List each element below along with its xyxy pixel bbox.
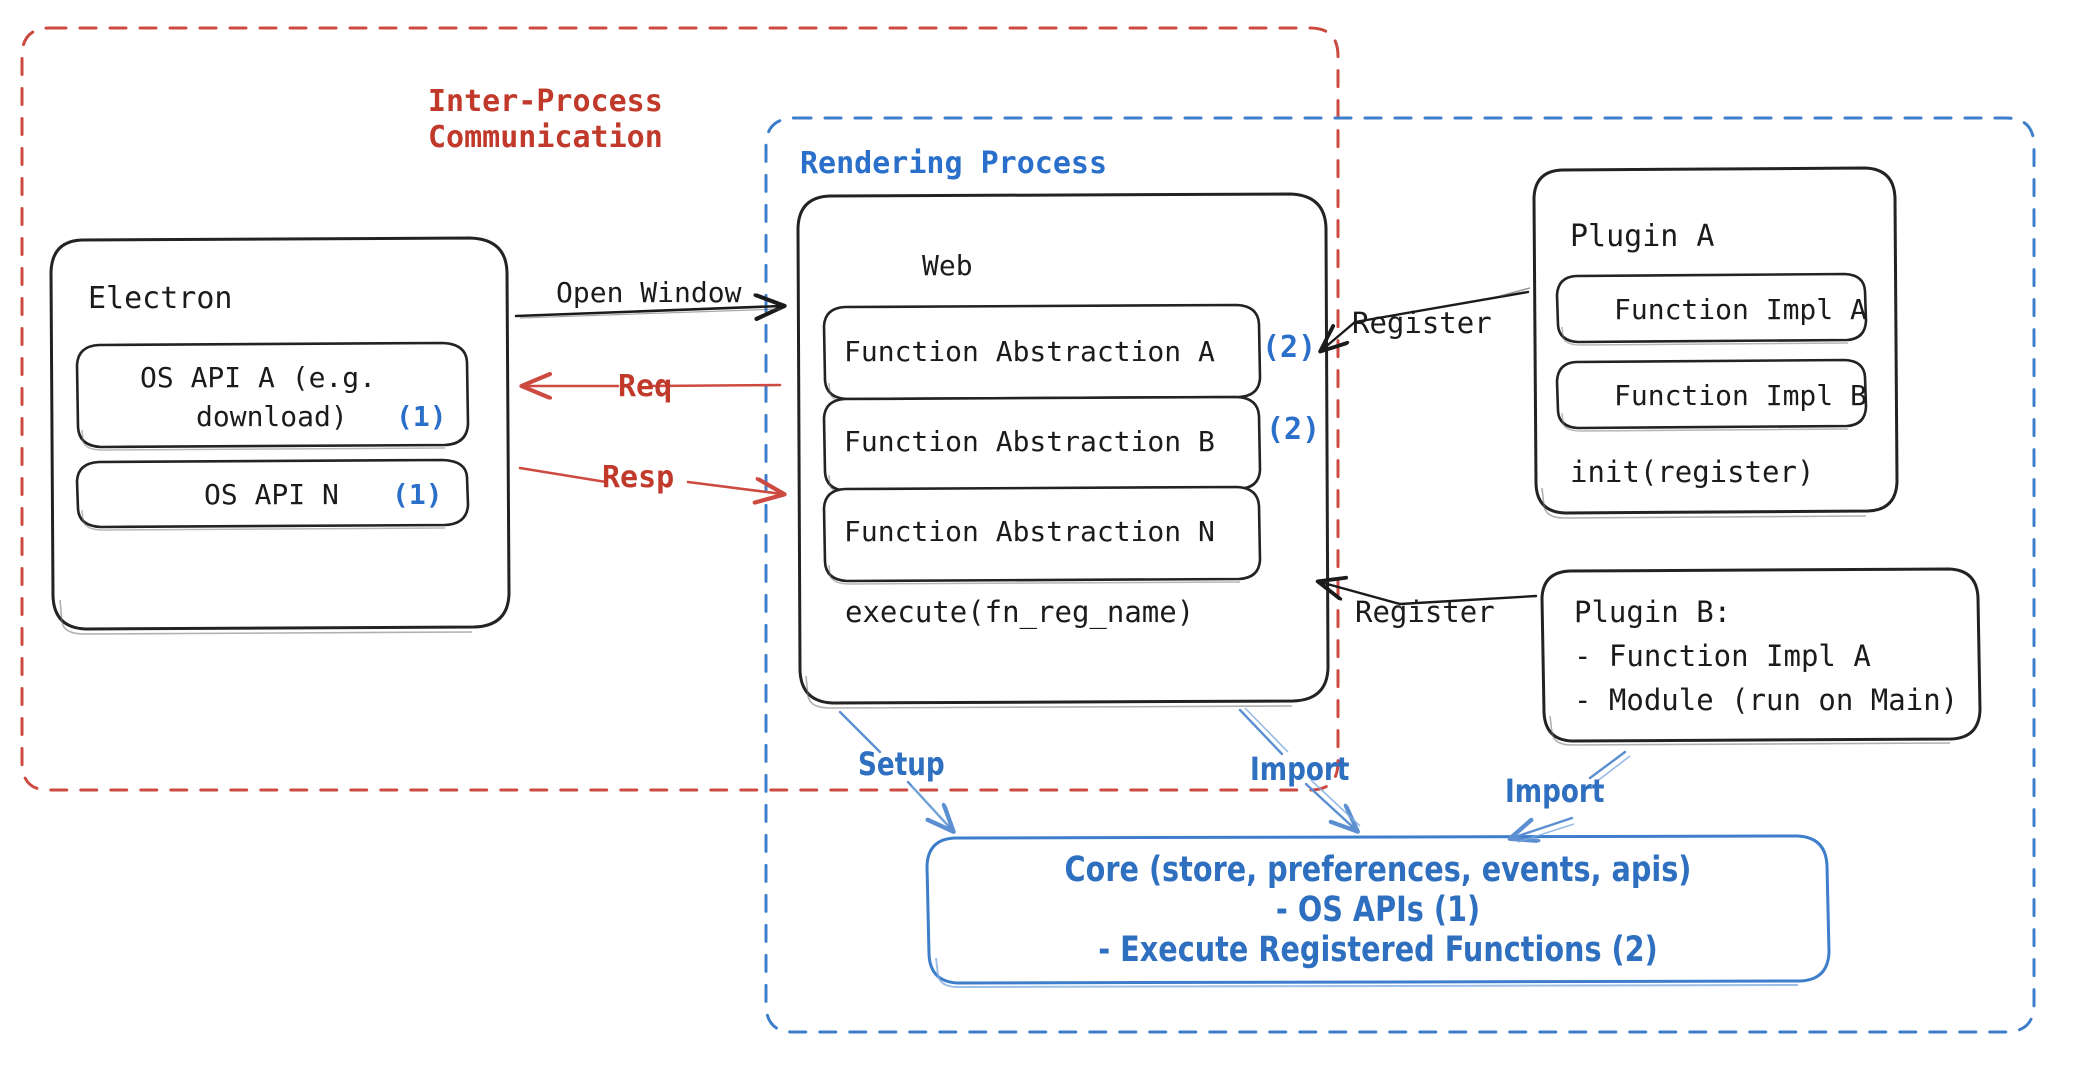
plugin-b-box <box>1540 567 1982 746</box>
function-abstraction-a-label: Function Abstraction A <box>844 335 1215 368</box>
edge-req-label: Req <box>618 369 673 404</box>
os-api-n-marker: (1) <box>392 478 443 511</box>
edge-setup <box>838 710 952 830</box>
os-api-a-marker: (1) <box>396 400 447 433</box>
edge-req <box>524 385 782 386</box>
core-line-1: Core (store, preferences, events, apis) <box>1064 850 1692 890</box>
edge-resp <box>518 466 782 494</box>
electron-title: Electron <box>88 281 233 316</box>
web-title: Web <box>922 249 973 282</box>
edge-register-plugin-b-label: Register <box>1355 595 1495 629</box>
os-api-a-label-line1: OS API A (e.g. <box>140 361 377 394</box>
os-api-a-label-line2: download) <box>196 400 348 433</box>
edge-import-plugin-b-label: Import <box>1505 772 1605 810</box>
function-impl-b-box <box>1555 358 1868 432</box>
ipc-group-label-line1: Inter-Process <box>428 84 663 119</box>
function-abstraction-n-label: Function Abstraction N <box>844 515 1215 548</box>
edge-register-plugin-a <box>1322 287 1531 350</box>
core-line-2: - OS APIs (1) <box>1275 890 1481 930</box>
function-impl-a-box <box>1555 272 1868 346</box>
core-box <box>925 834 1831 989</box>
web-execute-label: execute(fn_reg_name) <box>845 595 1195 629</box>
function-abstraction-n-box <box>822 485 1262 585</box>
ipc-dashed-container <box>20 26 1340 792</box>
rendering-dashed-container <box>764 116 2036 1034</box>
edge-open-window <box>514 306 782 318</box>
plugin-a-init-label: init(register) <box>1570 455 1815 489</box>
os-api-a-box <box>75 341 470 451</box>
os-api-n-box <box>75 458 470 531</box>
edge-import-plugin-b <box>1512 750 1631 842</box>
os-api-n-label: OS API N <box>204 478 339 511</box>
edge-register-plugin-b <box>1320 582 1538 606</box>
function-impl-b-label: Function Impl B <box>1614 379 1867 412</box>
edge-setup-label: Setup <box>858 745 945 783</box>
plugin-a-title: Plugin A <box>1570 219 1715 254</box>
core-line-3: - Execute Registered Functions (2) <box>1098 930 1658 970</box>
edge-import-web-label: Import <box>1250 750 1350 788</box>
rendering-process-label: Rendering Process <box>800 146 1108 181</box>
function-impl-a-label: Function Impl A <box>1614 293 1867 326</box>
plugin-b-item-1: - Function Impl A <box>1574 639 1871 673</box>
edge-register-plugin-a-label: Register <box>1352 306 1492 340</box>
ipc-group-label-line2: Communication <box>428 120 663 155</box>
function-abstraction-b-label: Function Abstraction B <box>844 425 1215 458</box>
edge-open-window-label: Open Window <box>556 276 742 309</box>
plugin-b-item-2: - Module (run on Main) <box>1574 683 1959 717</box>
plugin-b-title: Plugin B: <box>1574 595 1732 629</box>
edge-resp-label: Resp <box>602 460 675 495</box>
core-text-block: Core (store, preferences, events, apis) … <box>927 850 1829 970</box>
edge-import-web <box>1238 707 1361 830</box>
function-abstraction-a-marker: (2) <box>1262 330 1317 365</box>
function-abstraction-b-marker: (2) <box>1266 412 1321 447</box>
